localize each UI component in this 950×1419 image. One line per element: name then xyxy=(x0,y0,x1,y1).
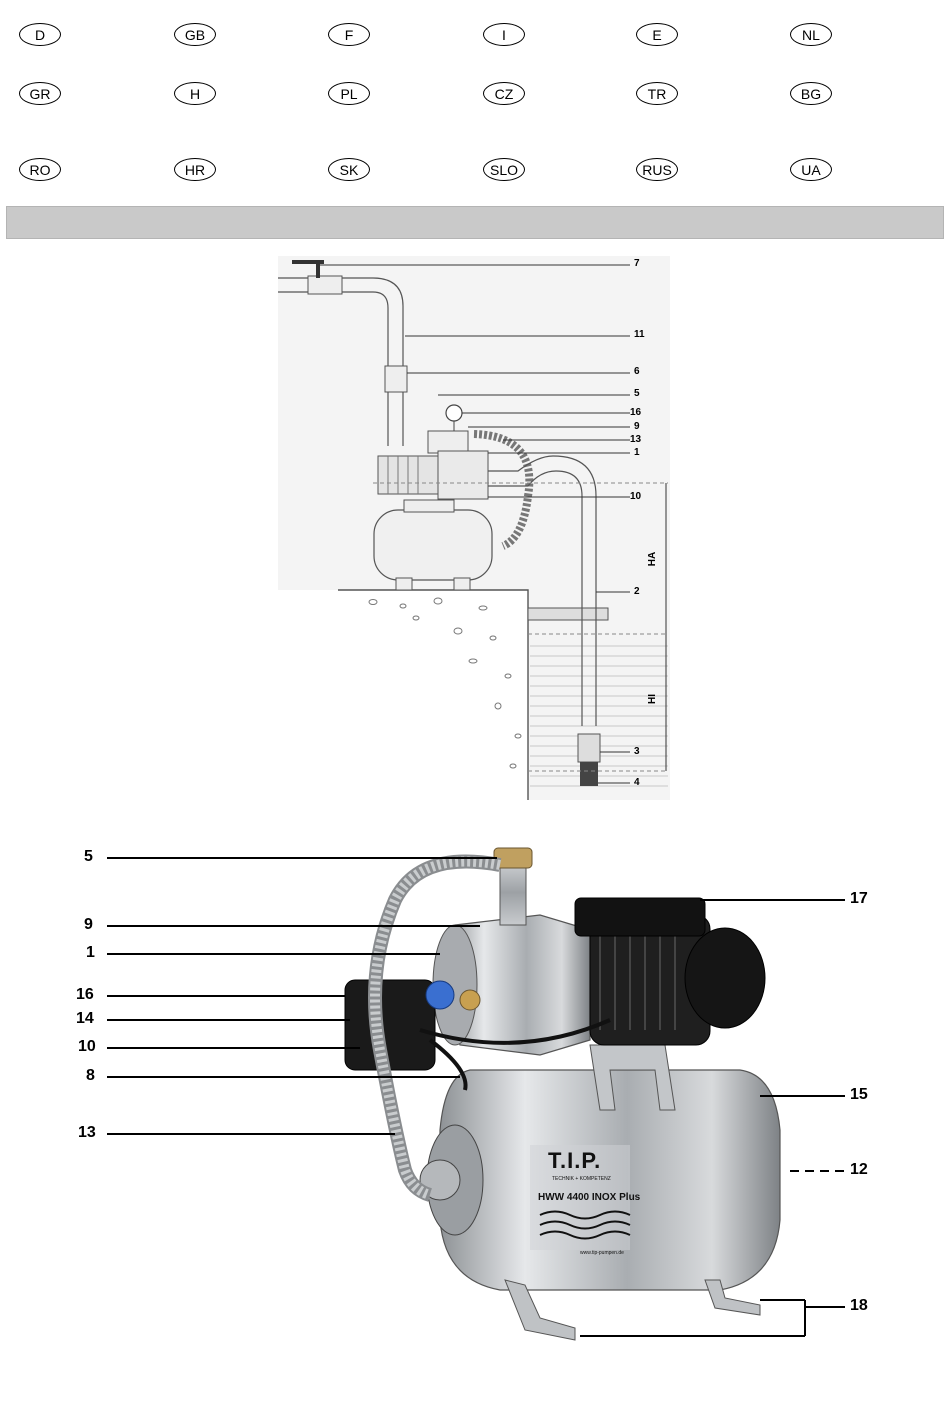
lang-badge: SLO xyxy=(483,158,525,181)
height-label-ha: HA xyxy=(647,552,659,566)
callout-label: 13 xyxy=(78,1124,96,1142)
installation-diagram xyxy=(278,256,670,800)
lang-badge: SK xyxy=(328,158,370,181)
language-selector: D GB F I E NL GR H PL CZ TR BG RO HR SK … xyxy=(0,0,950,200)
lang-badge: PL xyxy=(328,82,370,105)
website-text: www.tip-pumpen.de xyxy=(580,1250,624,1256)
brand-logo-text: T.I.P. xyxy=(548,1148,601,1174)
diagram-label: 1 xyxy=(634,447,640,459)
lang-badge: NL xyxy=(790,23,832,46)
brand-tagline: TECHNIK + KOMPETENZ xyxy=(552,1176,611,1182)
diagram-label: 10 xyxy=(630,491,641,503)
callout-label: 9 xyxy=(84,916,93,934)
lang-badge: D xyxy=(19,23,61,46)
callout-label: 1 xyxy=(86,944,95,962)
lang-badge: RUS xyxy=(636,158,678,181)
callout-label: 17 xyxy=(850,890,868,908)
diagram-label: 5 xyxy=(634,388,640,400)
diagram-label: 13 xyxy=(630,434,641,446)
diagram-label: 2 xyxy=(634,586,640,598)
callout-label: 12 xyxy=(850,1161,868,1179)
model-name: HWW 4400 INOX Plus xyxy=(538,1192,640,1203)
lang-badge: H xyxy=(174,82,216,105)
lang-badge: BG xyxy=(790,82,832,105)
callout-label: 8 xyxy=(86,1067,95,1085)
callout-label: 18 xyxy=(850,1297,868,1315)
callout-label: 16 xyxy=(76,986,94,1004)
diagram-label: 3 xyxy=(634,746,640,758)
diagram-label: 6 xyxy=(634,366,640,378)
lang-badge: F xyxy=(328,23,370,46)
lang-badge: HR xyxy=(174,158,216,181)
diagram-label: 16 xyxy=(630,407,641,419)
lang-badge: TR xyxy=(636,82,678,105)
diagram-label: 11 xyxy=(634,329,645,341)
section-divider-bar xyxy=(6,206,944,239)
lang-badge: UA xyxy=(790,158,832,181)
callout-label: 5 xyxy=(84,848,93,866)
height-label-hi: HI xyxy=(647,694,659,704)
lang-badge: GB xyxy=(174,23,216,46)
callout-label: 14 xyxy=(76,1010,94,1028)
lang-badge: CZ xyxy=(483,82,525,105)
lang-badge: GR xyxy=(19,82,61,105)
pump-product-illustration xyxy=(0,830,950,1350)
lang-badge: E xyxy=(636,23,678,46)
diagram-label: 4 xyxy=(634,777,640,789)
diagram-label: 7 xyxy=(634,258,640,270)
callout-label: 10 xyxy=(78,1038,96,1056)
lang-badge: I xyxy=(483,23,525,46)
lang-badge: RO xyxy=(19,158,61,181)
callout-label: 15 xyxy=(850,1086,868,1104)
diagram-label: 9 xyxy=(634,421,640,433)
